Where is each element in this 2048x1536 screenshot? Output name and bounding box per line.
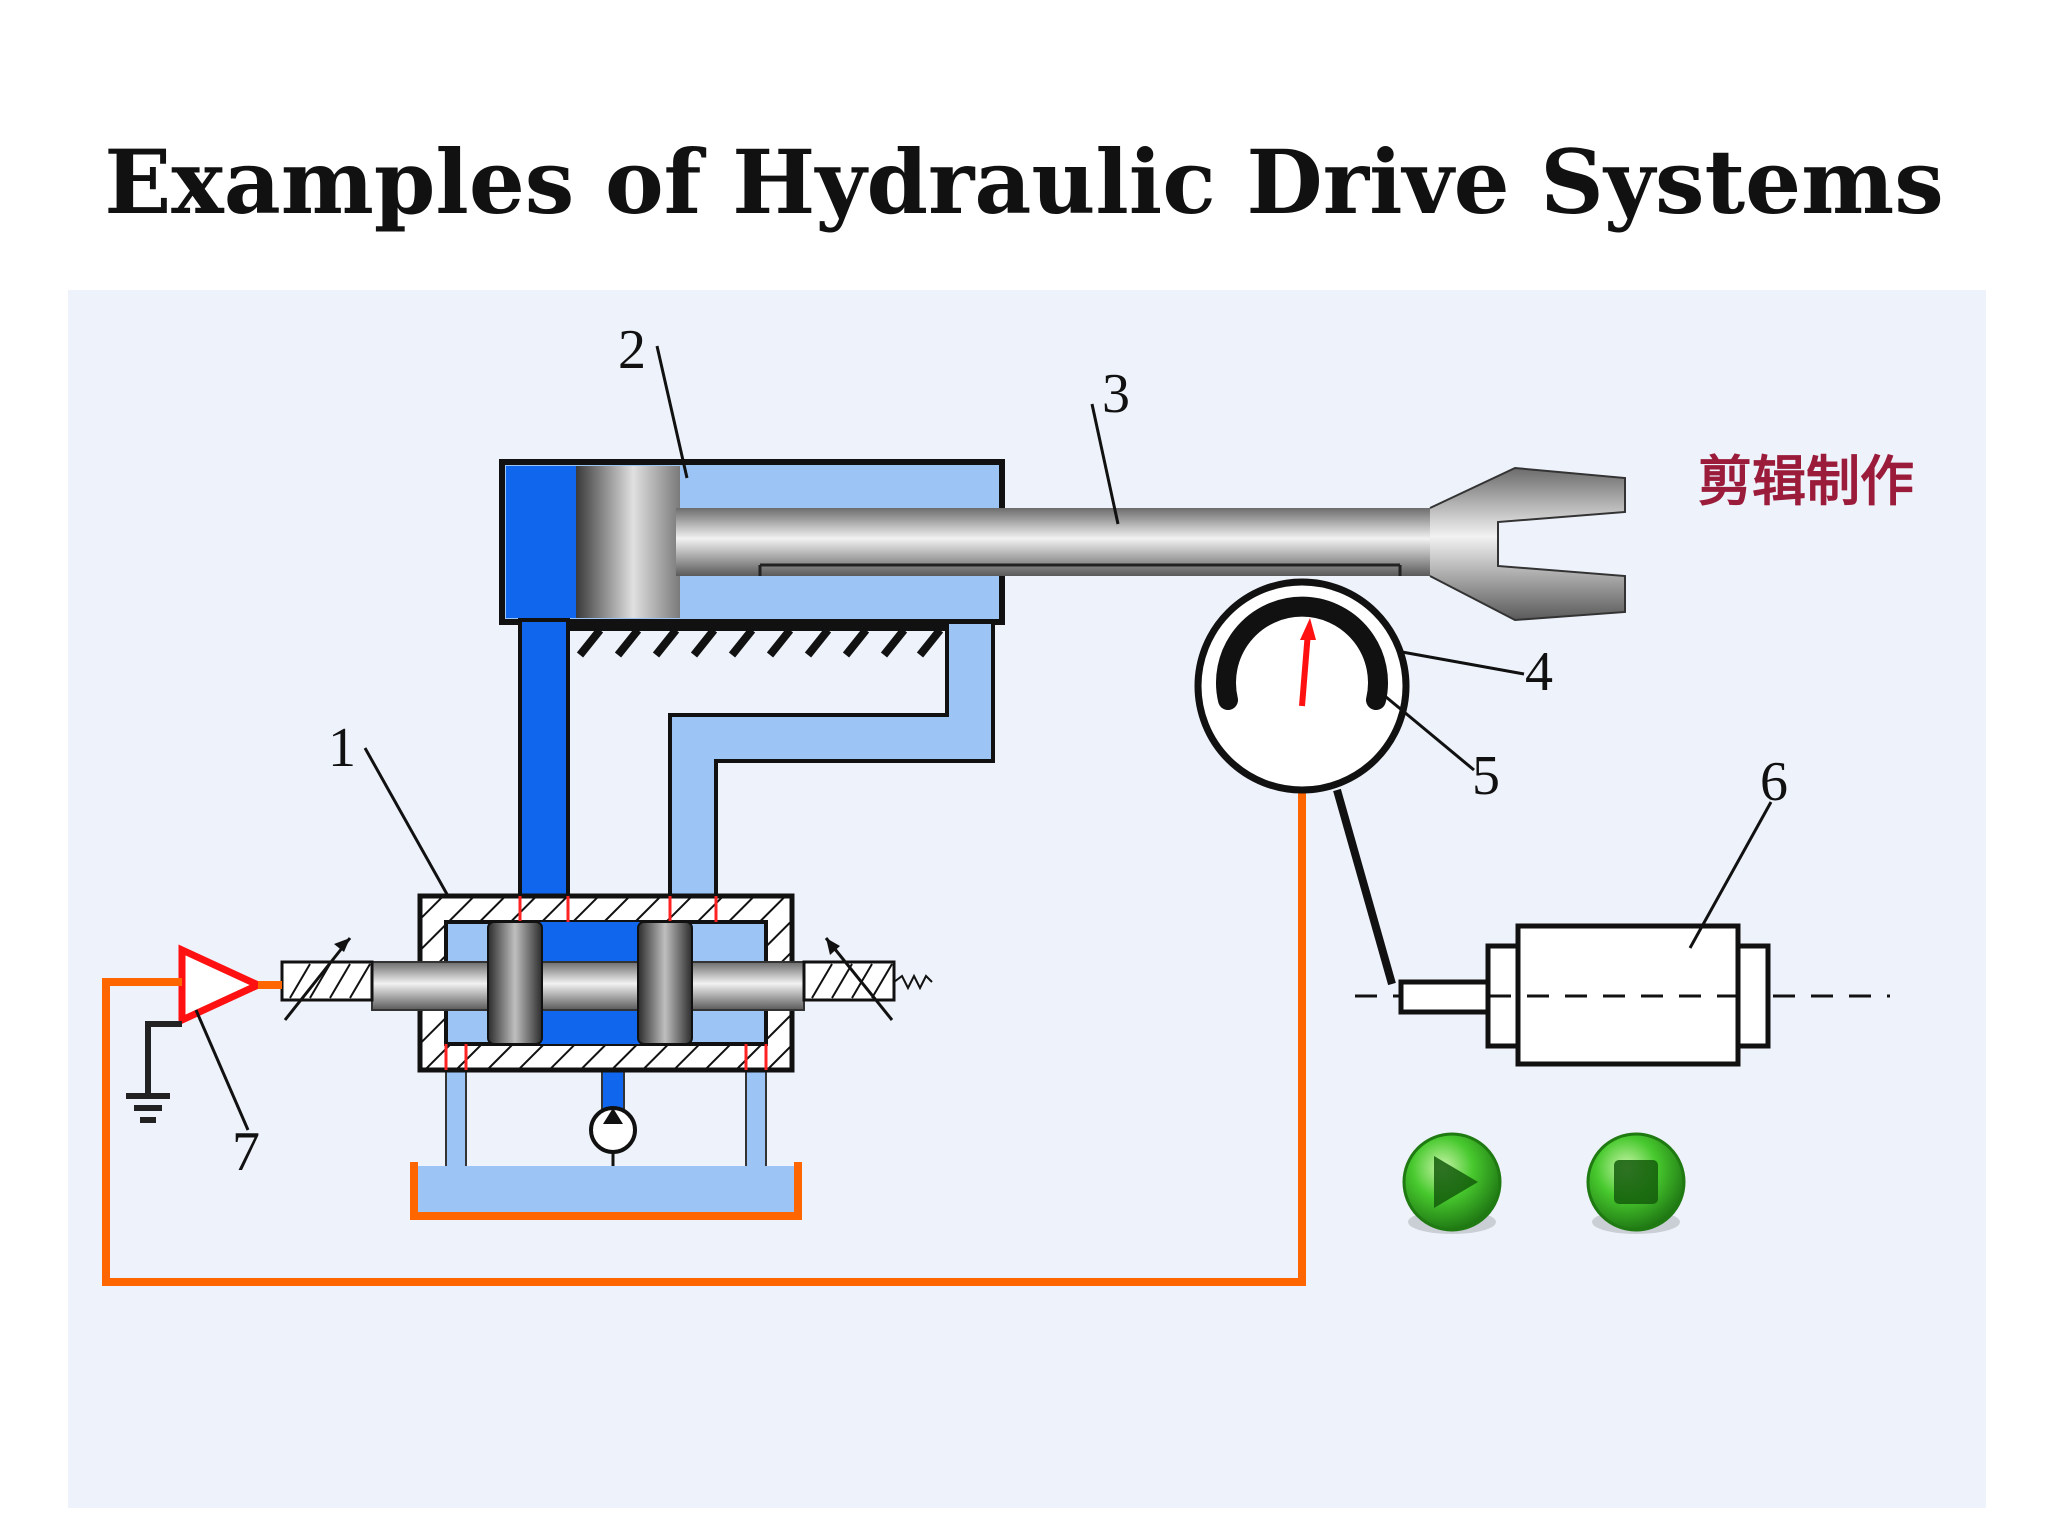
tank-line-left (445, 1061, 467, 1177)
diagram-background (68, 290, 1986, 1508)
ground-symbol (126, 1021, 182, 1123)
play-icon (1434, 1156, 1478, 1208)
callout-3: 3 (1102, 363, 1130, 425)
potentiometer-gauge (1194, 578, 1410, 794)
play-button[interactable] (1402, 1132, 1502, 1234)
callout-5: 5 (1472, 745, 1500, 807)
tank-line-right (745, 1061, 767, 1177)
stop-icon (1614, 1160, 1658, 1204)
gauge-arc (1216, 596, 1388, 710)
callout-1: 1 (328, 717, 356, 779)
spool-land-left (487, 921, 543, 1045)
cylinder-mount-ground (565, 623, 945, 658)
servo-valve (280, 893, 933, 1073)
callout-7: 7 (232, 1121, 260, 1183)
valve-spool-rod (371, 961, 805, 1011)
motor (1355, 923, 1890, 1067)
callout-6: 6 (1760, 751, 1788, 813)
spool-land-right (637, 921, 693, 1045)
pressure-line (518, 618, 570, 900)
oil-pipes (445, 618, 995, 1177)
oil-tank (410, 1162, 802, 1220)
motor-body (1515, 923, 1741, 1067)
piston-rod (676, 466, 1626, 622)
rod-fork (1430, 468, 1625, 620)
cylinder-piston (576, 466, 680, 618)
return-spring (893, 973, 933, 991)
watermark-text: 剪辑制作 (1698, 450, 1914, 513)
stop-button[interactable] (1586, 1132, 1686, 1234)
callout-leaders (194, 345, 1773, 1131)
motor-shaft (1398, 979, 1492, 1015)
gauge-needle (1299, 631, 1311, 707)
pump (589, 1106, 637, 1176)
callout-4: 4 (1525, 641, 1553, 703)
feedback-wire (102, 790, 1306, 1286)
slide-title: Examples of Hydraulic Drive Systems (104, 130, 1944, 234)
return-line (668, 620, 995, 900)
callout-2: 2 (618, 319, 646, 381)
motor-link (1333, 788, 1396, 986)
